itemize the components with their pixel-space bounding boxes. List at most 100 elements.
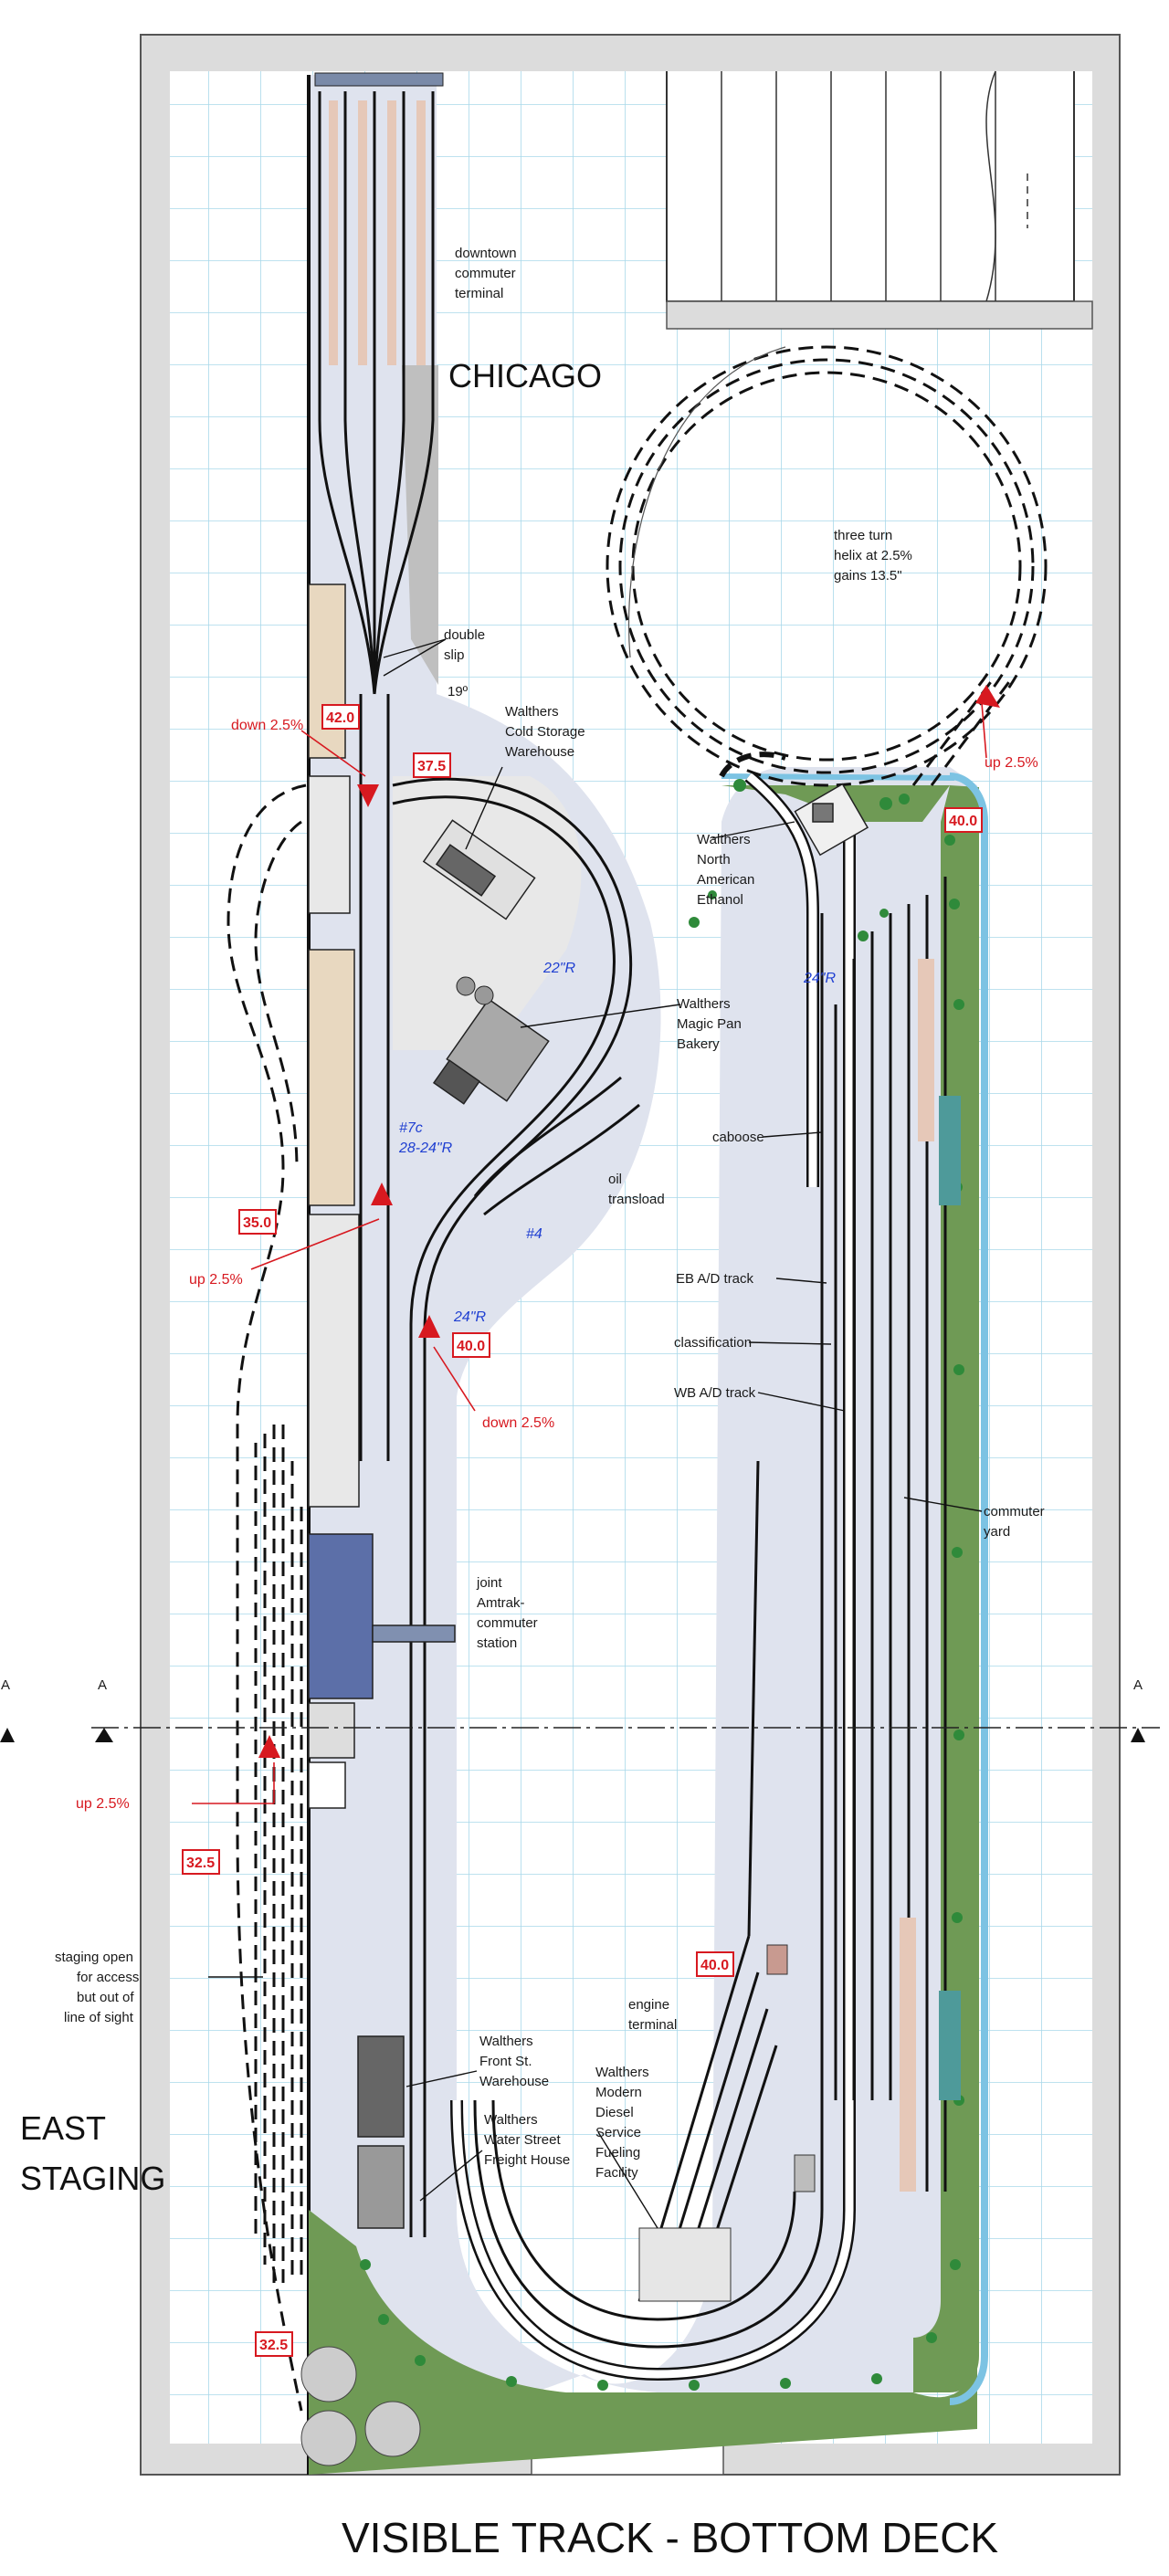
svg-text:37.5: 37.5	[417, 759, 446, 774]
radius-22: 22"R	[542, 961, 575, 976]
lower-loop-tracks	[450, 771, 856, 2381]
stairway	[666, 70, 1093, 330]
grade-arrows	[258, 685, 1000, 1758]
commuter-terminal-platforms	[314, 72, 444, 685]
helix	[606, 345, 1048, 787]
diesel-label-3: Diesel	[595, 2105, 634, 2120]
left-structures	[300, 584, 421, 2466]
wb-ad-label: WB A/D track	[674, 1385, 756, 1401]
east-staging-label-2: STAGING	[20, 2160, 165, 2197]
turnout-7c-1: #7c	[399, 1120, 423, 1136]
elevation-40-engine: 40.0	[696, 1951, 734, 1977]
grade-up-lower: up 2.5%	[76, 1796, 130, 1812]
station-label-3: commuter	[477, 1615, 538, 1631]
cold-storage-label-2: Cold Storage	[505, 724, 585, 740]
helix-entry	[719, 752, 786, 778]
angle-label: 19º	[448, 684, 469, 699]
station-label-4: station	[477, 1635, 517, 1651]
station-label-1: joint	[476, 1575, 502, 1591]
elevation-32-5-bottom: 32.5	[255, 2331, 293, 2357]
front-st-label-2: Front St.	[479, 2054, 532, 2069]
elevation-42: 42.0	[321, 704, 360, 730]
diesel-label-6: Facility	[595, 2165, 638, 2181]
east-staging-label-1: EAST	[20, 2109, 106, 2147]
ground-left	[309, 75, 977, 2475]
engine-terminal-tracks	[637, 1460, 816, 2302]
label-leaders	[208, 638, 983, 2229]
elevation-35: 35.0	[238, 1209, 277, 1235]
svg-text:32.5: 32.5	[186, 1856, 215, 1871]
eb-ad-label: EB A/D track	[676, 1271, 754, 1287]
front-st-label-1: Walthers	[479, 2034, 533, 2049]
diesel-label-1: Walthers	[595, 2065, 649, 2080]
station-label-2: Amtrak-	[477, 1595, 525, 1611]
staging-note-3: but out of	[77, 1990, 134, 2005]
bakery-label-1: Walthers	[677, 996, 731, 1012]
section-marker-left-outer: A	[1, 1677, 10, 1693]
grade-down-mid: down 2.5%	[482, 1415, 554, 1431]
helix-label-1: three turn	[834, 528, 892, 543]
elevation-40-mid: 40.0	[452, 1332, 490, 1358]
water-edge	[949, 773, 988, 2405]
ethanol-label-4: Ethanol	[697, 892, 743, 908]
grass-bottom	[309, 2210, 977, 2475]
elevation-32-5-left: 32.5	[182, 1849, 220, 1875]
ethanol-label-1: Walthers	[697, 832, 751, 847]
staging-note-1: staging open	[55, 1950, 133, 1965]
station	[372, 1624, 456, 1643]
cold-storage-label-3: Warehouse	[505, 744, 574, 760]
terminal-tracks	[318, 91, 435, 1461]
oil-label-2: transload	[608, 1192, 665, 1207]
helix-label-2: helix at 2.5%	[834, 548, 912, 563]
engine-terminal-label-1: engine	[628, 1997, 669, 2013]
commuter-yard-label-1: commuter	[984, 1504, 1045, 1519]
radius-24-right: 24"R	[803, 971, 836, 986]
magic-pan-bakery	[432, 976, 550, 1105]
water-st-label-2: Water Street	[484, 2132, 561, 2148]
ethanol-label-3: American	[697, 872, 754, 888]
svg-text:40.0: 40.0	[700, 1958, 729, 1973]
elevation-40-right: 40.0	[944, 807, 983, 833]
water-st-label-1: Walthers	[484, 2112, 538, 2128]
turnout-7c-2: 28-24"R	[398, 1141, 453, 1156]
ethanol-label-2: North	[697, 852, 731, 867]
diesel-label-5: Fueling	[595, 2145, 640, 2161]
downtown-label-3: terminal	[455, 286, 503, 301]
classification-label: classification	[674, 1335, 752, 1351]
downtown-label-1: downtown	[455, 246, 517, 261]
elevation-37-5: 37.5	[413, 752, 451, 778]
grade-down-top: down 2.5%	[231, 718, 303, 733]
double-slip-label-2: slip	[444, 647, 465, 663]
svg-text:32.5: 32.5	[259, 2338, 288, 2353]
grade-up-helix: up 2.5%	[985, 755, 1038, 771]
staging-note-2: for access	[77, 1970, 139, 1985]
cold-storage-warehouse	[422, 819, 536, 920]
yard-tracks	[834, 877, 961, 2192]
radius-24-mid: 24"R	[453, 1309, 486, 1325]
water-st-label-3: Freight House	[484, 2152, 570, 2168]
section-line	[0, 1727, 1160, 1742]
diagram-title: VISIBLE TRACK - BOTTOM DECK	[342, 2514, 998, 2561]
section-marker-left: A	[98, 1677, 107, 1693]
main-loop-tracks	[392, 777, 640, 2237]
grade-leaders	[192, 702, 987, 1804]
turnout-4: #4	[526, 1226, 542, 1242]
oil-label-1: oil	[608, 1172, 622, 1187]
bakery-label-2: Magic Pan	[677, 1016, 742, 1032]
engine-terminal-label-2: terminal	[628, 2017, 677, 2033]
downtown-label-2: commuter	[455, 266, 516, 281]
svg-text:40.0: 40.0	[949, 814, 977, 829]
svg-text:35.0: 35.0	[243, 1215, 271, 1231]
grade-up-left: up 2.5%	[189, 1272, 243, 1288]
bakery-label-3: Bakery	[677, 1036, 720, 1052]
svg-text:40.0: 40.0	[457, 1339, 485, 1354]
cold-storage-label-1: Walthers	[505, 704, 559, 720]
front-st-label-3: Warehouse	[479, 2074, 549, 2089]
diesel-label-4: Service	[595, 2125, 641, 2140]
staging-note-4: line of sight	[64, 2010, 134, 2025]
chicago-label: CHICAGO	[448, 357, 602, 394]
caboose-label: caboose	[712, 1130, 764, 1145]
north-american-ethanol	[794, 783, 869, 857]
helix-label-3: gains 13.5"	[834, 568, 902, 584]
